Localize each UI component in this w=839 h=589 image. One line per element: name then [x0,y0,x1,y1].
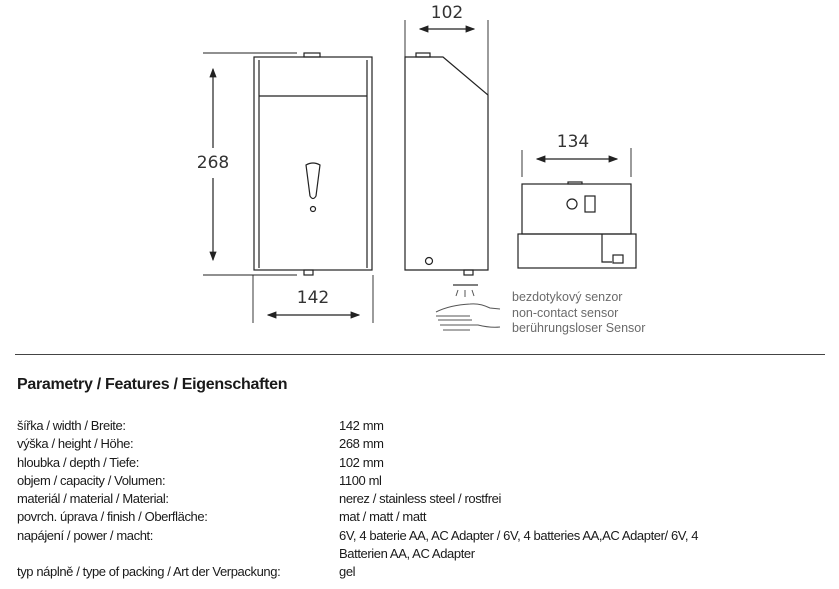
features-heading: Parametry / Features / Eigenschaften [17,376,288,393]
spec-row: šířka / width / Breite: 142 mm [17,417,739,435]
spec-value: gel [339,564,356,580]
spec-label: napájení / power / macht: [17,527,153,543]
side-view [404,20,489,276]
sensor-label-cz: bezdotykový senzor [512,290,622,304]
spec-row: hloubka / depth / Tiefe: 102 mm [17,454,739,472]
features-table: šířka / width / Breite: 142 mm výška / he… [17,417,739,582]
spec-value: 268 mm [339,436,384,452]
spec-label: výška / height / Höhe: [17,436,134,452]
sensor-label-de: berührungsloser Sensor [512,321,645,335]
spec-row: povrch. úprava / finish / Oberfläche: mat… [17,508,739,526]
spec-row: materiál / material / Material: nerez / s… [17,490,739,508]
depth-dimension: 102 [431,3,463,23]
spec-row: objem / capacity / Volumen: 1100 ml [17,472,739,490]
bottom-view [517,148,637,269]
height-dimension: 268 [197,153,229,173]
spec-value: mat / matt / matt [339,509,427,525]
spec-label: typ náplně / type of packing / Art der V… [17,564,281,580]
spec-label: šířka / width / Breite: [17,418,126,433]
spec-value: 102 mm [339,454,384,470]
width-dimension: 142 [297,288,329,308]
technical-drawing: 268 142 102 134 bezdotykový senzor non-c… [197,3,646,335]
spec-label: materiál / material / Material: [17,491,169,507]
divider [15,354,825,355]
bottom-width-dimension: 134 [557,132,589,152]
front-view [203,52,374,323]
sensor-label-en: non-contact sensor [512,306,618,320]
spec-label: objem / capacity / Volumen: [17,472,166,488]
spec-value: 142 mm [339,418,384,433]
spec-label: hloubka / depth / Tiefe: [17,454,139,470]
spec-row: napájení / power / macht: 6V, 4 baterie A… [17,527,739,564]
hand-sensor-icon [435,284,501,331]
spec-row: typ náplně / type of packing / Art der V… [17,563,739,581]
spec-value: nerez / stainless steel / rostfrei [339,491,501,507]
spec-value: 6V, 4 baterie AA, AC Adapter / 6V, 4 bat… [339,527,699,562]
spec-label: povrch. úprava / finish / Oberfläche: [17,509,208,525]
spec-value: 1100 ml [339,472,382,488]
spec-row: výška / height / Höhe: 268 mm [17,435,739,453]
